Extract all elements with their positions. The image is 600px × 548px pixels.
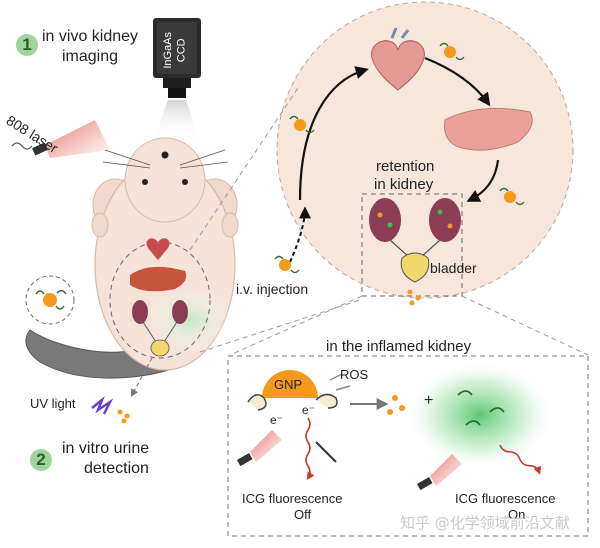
bladder-icon bbox=[400, 252, 430, 283]
kidney-icon bbox=[369, 198, 461, 259]
nanoparticle-icon bbox=[289, 115, 315, 134]
camera-label-line1: InGaAs bbox=[162, 31, 175, 69]
nanoparticle-inset bbox=[25, 275, 75, 325]
liver-icon bbox=[444, 107, 533, 151]
circulation-diagram bbox=[189, 1, 574, 353]
mouse-illustration bbox=[25, 137, 239, 379]
retention-label-line1: retention bbox=[376, 158, 435, 175]
step-2-label-line1: in vitro urine bbox=[62, 440, 150, 457]
electron-label-right: e⁻ bbox=[302, 403, 316, 417]
inflamed-box-title: in the inflamed kidney bbox=[326, 338, 472, 355]
step-2-badge: 2 bbox=[30, 449, 52, 471]
nanoparticle-icon bbox=[439, 42, 465, 61]
step-1-label-line1: in vivo kidney bbox=[42, 28, 139, 45]
electron-label-left: e⁻ bbox=[270, 413, 284, 427]
step-1-badge: 1 bbox=[16, 34, 38, 56]
camera-label-line2: CCD bbox=[175, 38, 188, 63]
gnp-particle bbox=[247, 370, 351, 411]
laser-icon bbox=[11, 120, 110, 158]
uv-light-label: UV light bbox=[30, 396, 76, 411]
laser-icon bbox=[236, 430, 282, 467]
retention-label-line2: in kidney bbox=[374, 176, 434, 193]
fluorescence-off-line2: Off bbox=[294, 507, 312, 522]
laser-icon bbox=[416, 454, 462, 491]
nanoparticle-icon bbox=[499, 187, 525, 206]
ros-label: ROS bbox=[340, 367, 369, 382]
gnp-label: GNP bbox=[274, 377, 303, 392]
inflamed-kidney-panel bbox=[227, 295, 589, 537]
fluorescence-off-line1: ICG fluorescence bbox=[242, 491, 343, 506]
heart-icon bbox=[371, 27, 425, 91]
plus-sign: + bbox=[424, 392, 434, 409]
fluorescence-on-line1: ICG fluorescence bbox=[455, 491, 556, 506]
step-1-label-line2: imaging bbox=[62, 48, 119, 65]
camera-icon bbox=[153, 18, 201, 140]
uv-light-icon bbox=[91, 396, 130, 424]
injection-label: i.v. injection bbox=[236, 281, 309, 297]
watermark: 知乎 @化学领域前沿文献 bbox=[400, 514, 570, 532]
fluorescence-on-line2: On bbox=[508, 507, 526, 522]
bladder-label: bladder bbox=[430, 260, 477, 276]
nanoparticle-icon bbox=[274, 255, 300, 274]
step-2-label-line2: detection bbox=[84, 460, 149, 477]
